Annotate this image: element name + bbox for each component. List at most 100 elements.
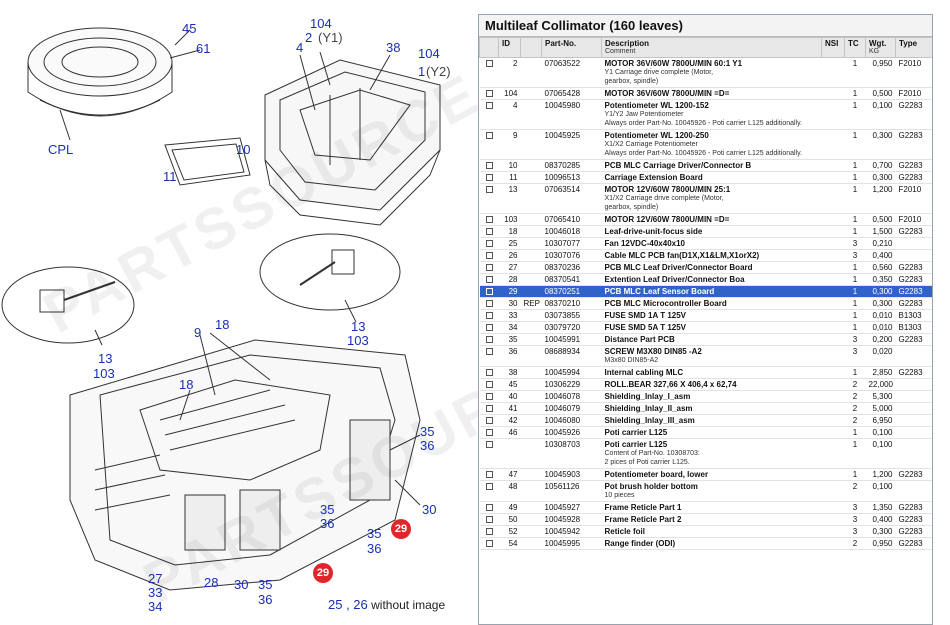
callout-104[interactable]: 104: [418, 46, 440, 61]
callout-35[interactable]: 35: [367, 526, 382, 541]
callout-27[interactable]: 27: [148, 571, 163, 586]
callout-29-highlighted[interactable]: 29: [391, 519, 411, 539]
callout-1[interactable]: 1: [418, 64, 426, 79]
callout-103[interactable]: 103: [93, 366, 115, 381]
callout-30[interactable]: 30: [234, 577, 249, 592]
callout-18[interactable]: 18: [215, 317, 230, 332]
row-checkbox[interactable]: [485, 348, 493, 355]
callout-36[interactable]: 36: [367, 541, 382, 556]
callout-35[interactable]: 35: [320, 502, 335, 517]
row-checkbox[interactable]: [485, 90, 493, 97]
header-type[interactable]: Type: [895, 37, 932, 58]
row-checkbox[interactable]: [485, 60, 493, 67]
callout-28[interactable]: 28: [204, 575, 219, 590]
row-checkbox[interactable]: [485, 312, 493, 319]
callout-29-highlighted[interactable]: 29: [313, 563, 333, 583]
callout-35[interactable]: 35: [420, 424, 435, 439]
callout-18[interactable]: 18: [179, 377, 194, 392]
row-checkbox[interactable]: [485, 417, 493, 424]
row-checkbox[interactable]: [485, 264, 493, 271]
callout-35[interactable]: 35: [258, 577, 273, 592]
row-checkbox[interactable]: [485, 393, 493, 400]
callout-11[interactable]: 11: [163, 169, 177, 184]
row-checkbox[interactable]: [485, 102, 493, 109]
row-checkbox[interactable]: [485, 540, 493, 547]
row-checkbox[interactable]: [485, 369, 493, 376]
row-checkbox[interactable]: [485, 483, 493, 490]
row-checkbox[interactable]: [485, 186, 493, 193]
callout-13[interactable]: 13: [98, 351, 113, 366]
header-nsi[interactable]: NSI: [821, 37, 845, 58]
header-id[interactable]: ID: [498, 37, 521, 58]
row-checkbox[interactable]: [485, 381, 493, 388]
row-checkbox[interactable]: [485, 240, 493, 247]
callout-10[interactable]: 10: [236, 142, 251, 157]
row-checkbox[interactable]: [485, 276, 493, 283]
callout-30[interactable]: 30: [422, 502, 437, 517]
row-checkbox[interactable]: [485, 174, 493, 181]
row-checkbox[interactable]: [485, 252, 493, 259]
header-weight[interactable]: Wgt. KG: [865, 37, 896, 58]
row-checkbox[interactable]: [485, 132, 493, 139]
row-checkbox[interactable]: [485, 324, 493, 331]
callout-34[interactable]: 34: [148, 599, 163, 614]
callout-104[interactable]: 104: [310, 16, 332, 31]
row-checkbox[interactable]: [485, 162, 493, 169]
callout-45[interactable]: 45: [182, 21, 197, 36]
callout-4[interactable]: 4: [296, 40, 304, 55]
row-checkbox[interactable]: [485, 336, 493, 343]
callout-33[interactable]: 33: [148, 585, 163, 600]
row-checkbox[interactable]: [485, 441, 493, 448]
row-checkbox[interactable]: [485, 504, 493, 511]
header-part-no[interactable]: Part-No.: [541, 37, 602, 58]
row-checkbox[interactable]: [485, 516, 493, 523]
callout-13[interactable]: 13: [351, 319, 366, 334]
callout-2[interactable]: 2: [305, 30, 313, 45]
row-checkbox[interactable]: [485, 405, 493, 412]
callout-61[interactable]: 61: [196, 41, 211, 56]
callout-9[interactable]: 9: [194, 325, 202, 340]
row-checkbox[interactable]: [485, 471, 493, 478]
row-checkbox[interactable]: [485, 228, 493, 235]
row-checkbox[interactable]: [485, 288, 493, 295]
callout-103[interactable]: 103: [347, 333, 369, 348]
header-tc[interactable]: TC: [844, 37, 866, 58]
row-checkbox[interactable]: [485, 528, 493, 535]
header-description[interactable]: Description Comment: [601, 37, 822, 58]
callout-36[interactable]: 36: [420, 438, 435, 453]
row-checkbox[interactable]: [485, 216, 493, 223]
callout-36[interactable]: 36: [320, 516, 335, 531]
row-checkbox[interactable]: [485, 429, 493, 436]
callout-38[interactable]: 38: [386, 40, 401, 55]
callout-36[interactable]: 36: [258, 592, 273, 607]
